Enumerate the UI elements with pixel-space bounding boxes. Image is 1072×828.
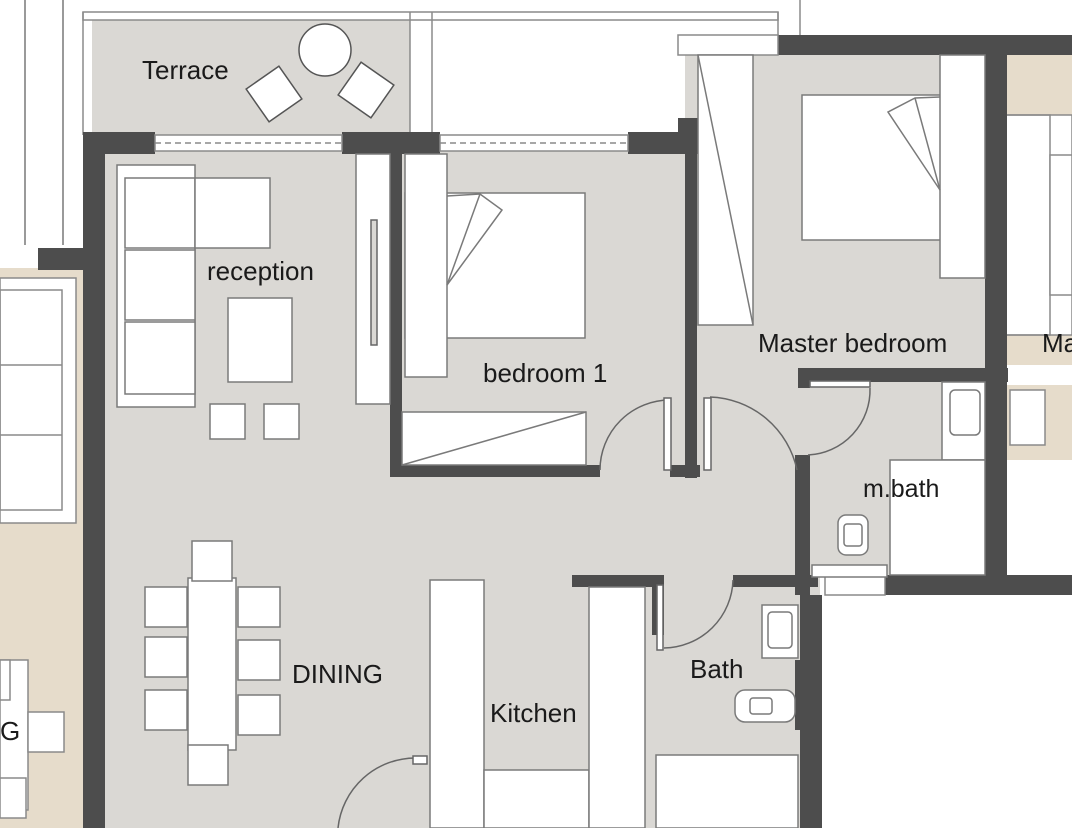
- master-bath-label: m.bath: [863, 475, 939, 503]
- master-bedroom-label-cut: Ma: [1042, 328, 1072, 358]
- bath-fixtures: [655, 604, 799, 828]
- bedroom1-door[interactable]: [599, 399, 671, 471]
- windows: [154, 34, 886, 596]
- master-bath-door[interactable]: [807, 387, 871, 456]
- room-labels: Terrace reception bedroom 1 Master bedro…: [0, 55, 1072, 746]
- master-bedroom-label: Master bedroom: [758, 328, 947, 358]
- dining-table-set: [144, 540, 281, 786]
- toilet-icon: [837, 514, 869, 556]
- bath-label: Bath: [690, 654, 744, 684]
- kitchen-label: Kitchen: [490, 698, 577, 728]
- reception-sofa: [116, 164, 271, 408]
- left-neighbor-unit: [0, 0, 88, 828]
- entrance-door[interactable]: [337, 757, 417, 828]
- kitchen-counters: [429, 579, 646, 828]
- bath-door[interactable]: [663, 579, 734, 649]
- terrace-label: Terrace: [142, 55, 229, 85]
- right-neighbor-unit: [820, 55, 1072, 828]
- wardrobe: [355, 153, 391, 405]
- master-bath-fixtures: [811, 381, 986, 578]
- terrace-chair: [245, 65, 303, 123]
- doors: [337, 380, 871, 828]
- dining-label-cut: G: [0, 716, 20, 746]
- terrace-chair: [337, 61, 395, 119]
- reception-label: reception: [207, 256, 314, 286]
- bedroom1-bed: [404, 153, 586, 378]
- bedroom1-closet: [401, 411, 587, 466]
- terrace-table: [298, 23, 352, 77]
- dining-label: DINING: [292, 659, 383, 689]
- toilet-icon: [734, 689, 796, 723]
- master-bedroom-bed: [801, 54, 986, 279]
- terrace-area: [82, 0, 801, 135]
- reception-coffee-table: [209, 297, 300, 440]
- master-bedroom-wardrobe: [697, 54, 754, 326]
- bedroom1-label: bedroom 1: [483, 358, 607, 388]
- master-bedroom-door[interactable]: [709, 396, 798, 471]
- walls: [83, 35, 1072, 828]
